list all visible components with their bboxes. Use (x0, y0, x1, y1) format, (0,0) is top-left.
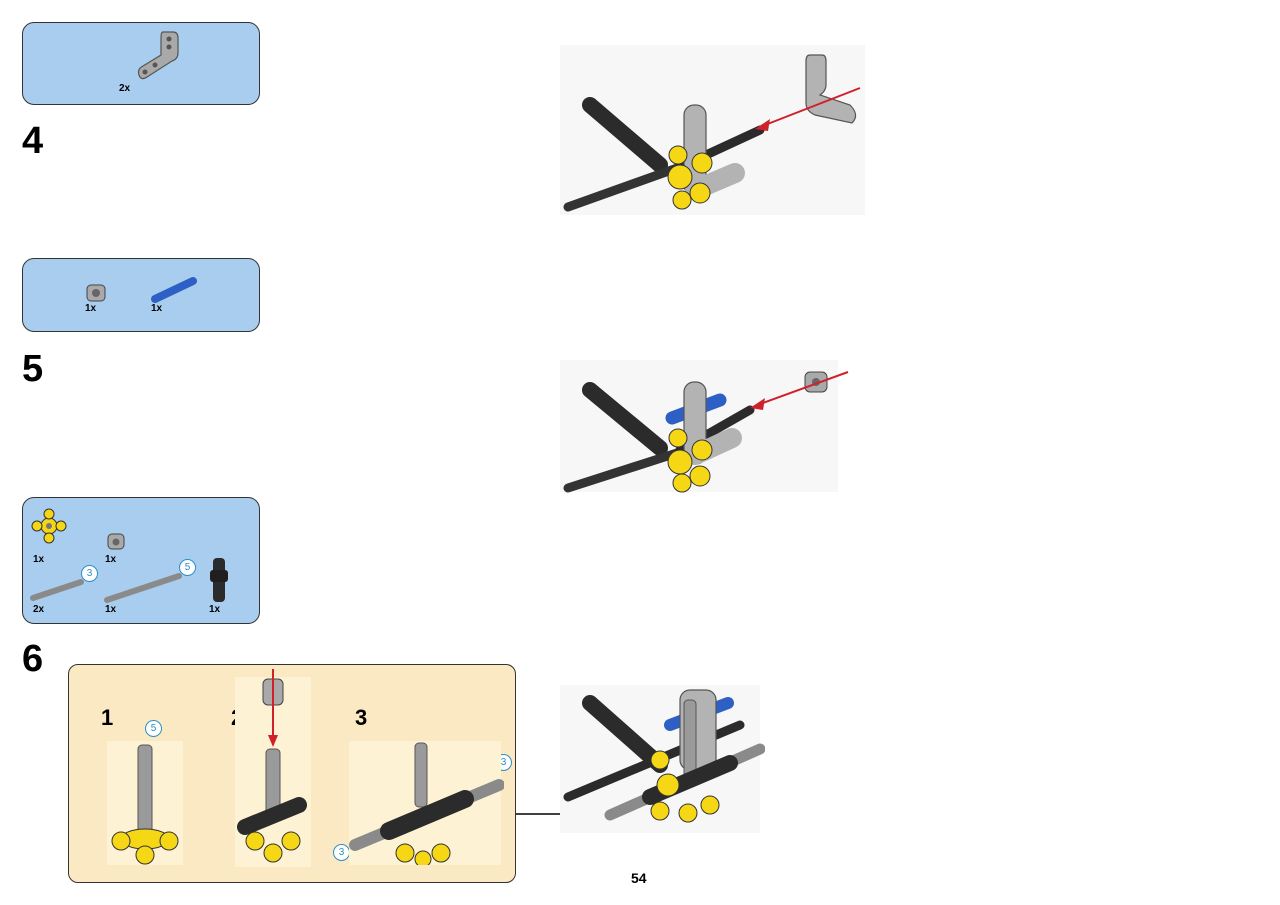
qty-l-beam: 2x (119, 83, 131, 94)
axle-3-part-icon (30, 579, 84, 601)
qty-blue-pin: 1x (151, 303, 163, 314)
bush-part-icon (86, 284, 106, 302)
parts-box-step-4: 2x (22, 22, 260, 105)
yellow-hub-part-icon (31, 508, 67, 544)
subassembly-box: 1 5 2 3 3 3 (68, 664, 516, 883)
substep-3-illustration (349, 741, 504, 865)
assembly-illustration-step-5 (560, 360, 849, 493)
step-number-5: 5 (22, 348, 44, 390)
axle-length-badge: 3 (333, 844, 350, 861)
axle-length-badge: 3 (81, 565, 98, 582)
blue-pin-part-icon (151, 277, 197, 303)
qty-bush: 1x (85, 303, 97, 314)
qty-axle-3: 2x (33, 604, 45, 615)
l-beam-part-icon (137, 31, 179, 80)
step-number-6: 6 (22, 638, 44, 680)
substep-1-illustration (107, 741, 183, 865)
axle-length-badge: 5 (179, 559, 196, 576)
assembly-illustration-step-6 (560, 685, 765, 833)
substep-number-3: 3 (355, 705, 368, 730)
parts-box-step-5: 1x 1x (22, 258, 260, 332)
qty-yellow-hub: 1x (33, 554, 45, 565)
assembly-illustration-step-4 (560, 45, 865, 215)
axle-5-part-icon (104, 573, 182, 603)
parts-box-step-6: 1x 1x 3 2x 5 1x 1x (22, 497, 260, 624)
qty-axle-5: 1x (105, 604, 117, 615)
bush-part-icon (107, 533, 125, 550)
black-connector-part-icon (210, 558, 228, 602)
substep-2-illustration (235, 669, 311, 867)
qty-bush: 1x (105, 554, 117, 565)
qty-black-connector: 1x (209, 604, 221, 615)
page-number: 54 (631, 870, 647, 886)
step-number-4: 4 (22, 120, 44, 162)
axle-length-badge: 5 (145, 720, 162, 737)
substep-number-1: 1 (101, 705, 114, 730)
